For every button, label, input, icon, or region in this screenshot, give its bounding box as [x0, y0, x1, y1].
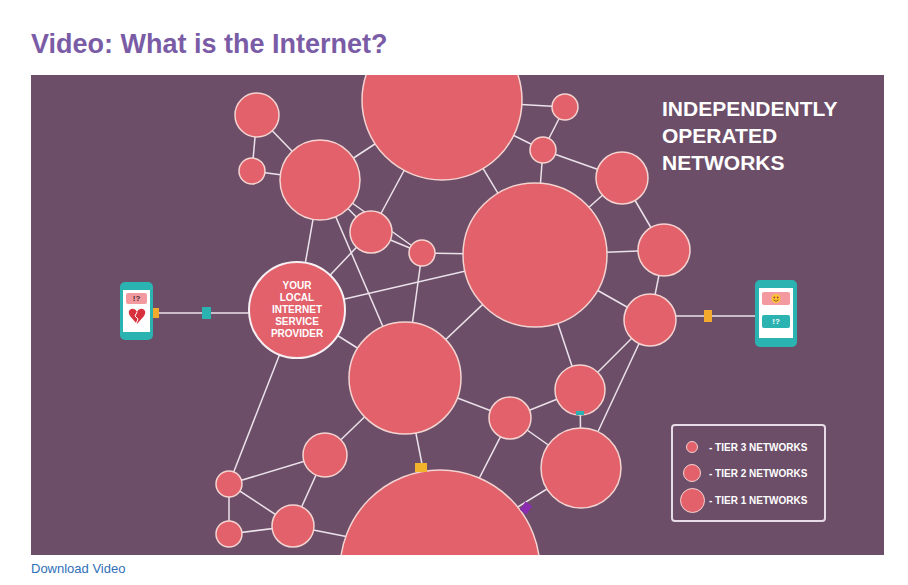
illustration-shape	[773, 297, 775, 299]
network-circles	[216, 75, 690, 555]
illustration-shape	[216, 471, 242, 497]
illustration-shape	[349, 322, 461, 434]
illustration-shape	[772, 294, 781, 303]
illustration-shape	[520, 502, 532, 515]
legend-row: - TIER 3 NETWORKS	[673, 434, 824, 460]
illustration-shape	[777, 297, 779, 299]
download-link: Download Video	[31, 561, 231, 577]
phone-icon	[120, 282, 153, 340]
data-packets	[152, 307, 712, 514]
illustration-shape	[409, 240, 435, 266]
illustration-shape	[152, 308, 159, 318]
illustration-shape	[762, 315, 790, 328]
illustration-shape	[202, 307, 211, 319]
illustration-shape	[463, 183, 607, 327]
legend-swatch	[683, 464, 701, 482]
illustration-shape	[280, 140, 360, 220]
illustration-shape	[541, 428, 621, 508]
legend-text: - TIER 3 NETWORKS	[709, 442, 807, 453]
illustration-shape	[530, 137, 556, 163]
illustration-shape	[239, 158, 265, 184]
illustration-shape	[362, 75, 522, 180]
circle-shape	[249, 262, 345, 358]
node-text: YOUR LOCAL INTERNET SERVICE PROVIDER	[265, 280, 329, 340]
illustration-shape	[774, 300, 779, 301]
illustration-shape	[123, 290, 150, 332]
legend-text: - TIER 1 NETWORKS	[709, 495, 807, 506]
illustration-shape	[303, 433, 347, 477]
illustration-shape	[704, 310, 712, 322]
illustration-shape	[350, 211, 392, 253]
illustration-shape	[235, 93, 279, 137]
illustration-shape	[638, 224, 690, 276]
phone-icon	[755, 280, 797, 347]
illustration-shape	[272, 505, 314, 547]
illustration-shape	[126, 293, 147, 304]
illustration-shape	[135, 312, 138, 324]
illustration-shape	[216, 521, 242, 547]
illustration-shape	[555, 365, 605, 415]
legend-text: - TIER 2 NETWORKS	[709, 468, 807, 479]
overlay-heading: INDEPENDENTLY OPERATED NETWORKS	[662, 95, 880, 176]
illustration-shape	[340, 470, 540, 555]
illustration-shape	[596, 152, 648, 204]
isp-circle: YOUR LOCAL INTERNET SERVICE PROVIDER	[248, 261, 346, 359]
legend-swatch	[686, 441, 698, 453]
illustration-shape	[552, 94, 578, 120]
page-title: Video: What is the Internet?	[31, 29, 388, 60]
bubble-text: !?	[762, 315, 790, 328]
legend-row: - TIER 1 NETWORKS	[673, 487, 824, 513]
illustration-shape	[576, 411, 584, 415]
illustration-shape	[759, 288, 793, 338]
illustration-shape	[755, 280, 797, 347]
illustration-shape	[624, 294, 676, 346]
illustration-shape	[415, 463, 427, 472]
illustration-shape	[489, 397, 531, 439]
illustration-shape	[762, 292, 790, 305]
legend-row: - TIER 2 NETWORKS	[673, 460, 824, 486]
illustration-shape	[129, 309, 146, 324]
legend-box: - TIER 3 NETWORKS - TIER 2 NETWORKS - TIER…	[671, 424, 826, 522]
legend-swatch	[680, 488, 705, 513]
bubble-text: !?	[126, 293, 147, 304]
illustration-shape	[674, 315, 756, 317]
illustration-shape	[120, 282, 153, 340]
